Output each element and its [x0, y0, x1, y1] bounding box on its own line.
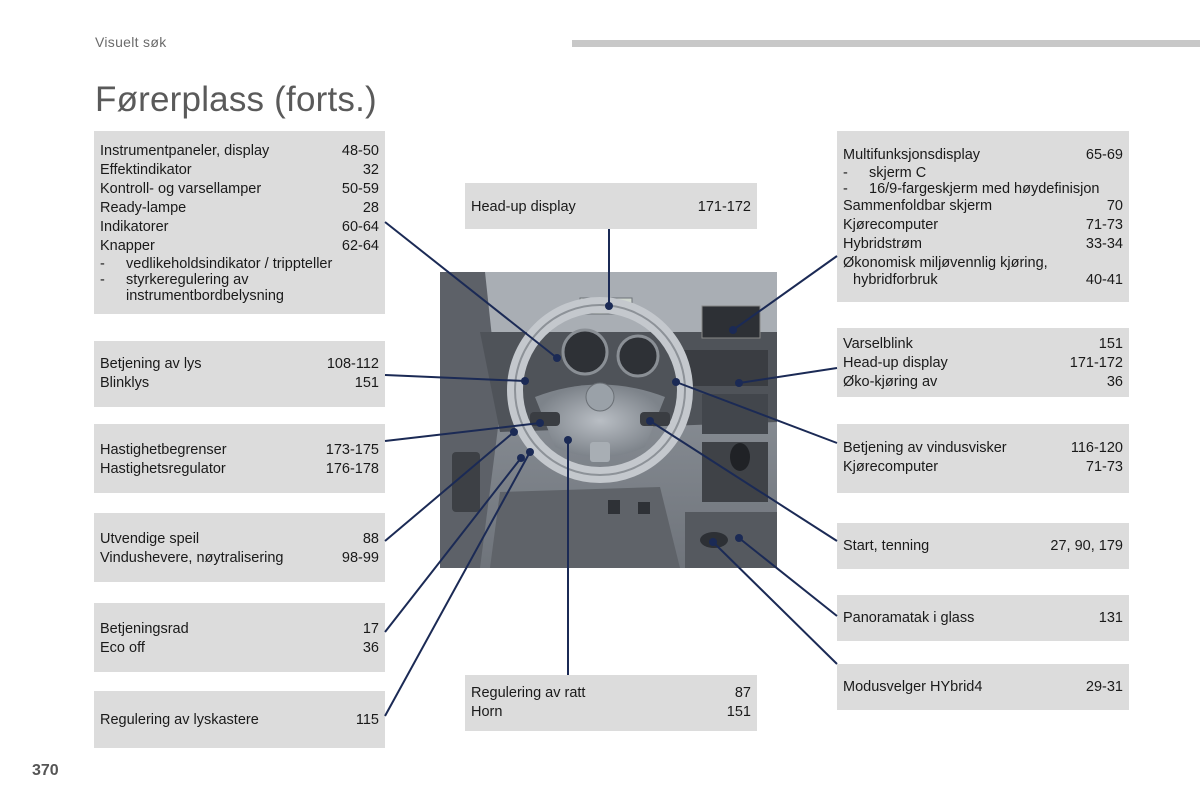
sub-item: instrumentbordbelysning — [126, 288, 284, 304]
dashboard-drawing — [440, 272, 777, 568]
sub-item: -16/9-fargeskjerm med høydefinisjon — [843, 181, 1100, 197]
sub-item: -vedlikeholdsindikator / trippteller — [100, 256, 333, 272]
sub-item: -skjerm C — [843, 165, 927, 181]
section-label: Visuelt søk — [95, 34, 167, 50]
sub-item: Økonomisk miljøvennlig kjøring, — [843, 255, 1048, 271]
sub-item: -styrkeregulering av — [100, 272, 249, 288]
page-title: Førerplass (forts.) — [95, 80, 377, 119]
page-number: 370 — [32, 762, 59, 779]
header-bar — [572, 40, 1200, 47]
dashboard-illustration — [440, 272, 777, 568]
